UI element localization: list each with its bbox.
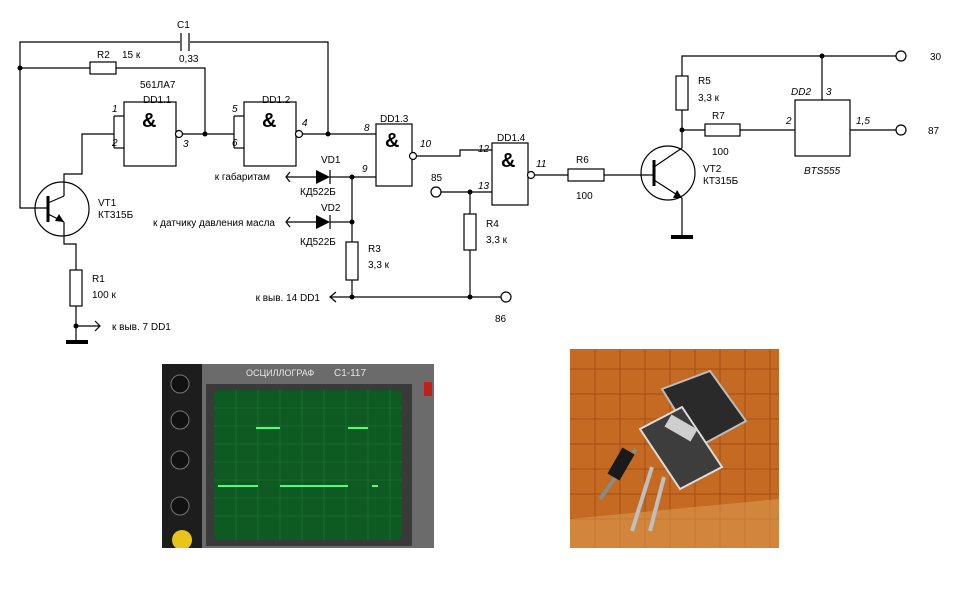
ground-icon — [671, 235, 693, 239]
terminal-30: 30 — [895, 50, 942, 63]
switch-dd2: DD2 BTS555 2 3 1,5 — [785, 87, 870, 177]
capacitor-c1: C1 0,33 — [177, 20, 199, 65]
terminal-label: 85 — [431, 173, 443, 184]
junction-dots — [17, 53, 825, 329]
resistor-r7: R7 100 — [704, 111, 741, 158]
vt1-ref: VT1 — [98, 198, 117, 209]
ground-icon — [66, 340, 88, 344]
transistor-vt2: VT2 КТ315Б — [640, 145, 739, 201]
r6-ref: R6 — [576, 155, 589, 166]
note-oil-sensor: к датчику давления масла — [153, 218, 275, 229]
pin-number: 6 — [232, 138, 238, 149]
pin-number: 8 — [364, 123, 370, 134]
resistor-r2: R2 15 к — [89, 50, 141, 75]
pin-number: 2 — [785, 116, 792, 127]
terminal-label: 87 — [928, 126, 940, 137]
vd1-ref: VD1 — [321, 155, 341, 166]
oscilloscope-trace — [218, 427, 378, 487]
terminal-label: 30 — [930, 52, 942, 63]
gate-ref: DD1.3 — [380, 114, 409, 125]
gate-dd1-2: & DD1.2 5 6 4 — [232, 95, 308, 167]
chip-type: 561ЛА7 — [140, 80, 176, 91]
vd2-ref: VD2 — [321, 203, 341, 214]
r7-value: 100 — [712, 147, 729, 158]
gate-dd1-3: & DD1.3 8 9 10 — [362, 114, 432, 187]
r6-value: 100 — [576, 191, 593, 202]
nand-symbol: & — [262, 110, 276, 132]
dd2-type: BTS555 — [804, 166, 841, 177]
r2-value: 15 к — [122, 50, 141, 61]
note-pin7: к выв. 7 DD1 — [112, 322, 171, 333]
resistor-r3: R3 3,3 к — [345, 241, 390, 281]
terminal-85: 85 — [430, 173, 443, 198]
terminal-label: 86 — [495, 314, 507, 325]
pin-number: 11 — [536, 159, 546, 170]
nand-symbol: & — [385, 130, 399, 152]
pin-number: 3 — [826, 87, 832, 98]
transistor-vt1: VT1 КТ315Б — [34, 181, 134, 237]
nand-symbol: & — [142, 110, 156, 132]
r7-ref: R7 — [712, 111, 725, 122]
gate-ref: DD1.4 — [497, 133, 526, 144]
r1-value: 100 к — [92, 290, 116, 301]
gate-dd1-1: & DD1.1 561ЛА7 1 2 3 — [111, 80, 189, 167]
note-pin14: к выв. 14 DD1 — [256, 293, 321, 304]
c1-value: 0,33 — [179, 54, 199, 65]
vt2-type: КТ315Б — [703, 176, 739, 187]
r4-ref: R4 — [486, 219, 499, 230]
r5-ref: R5 — [698, 76, 711, 87]
oscilloscope-brand: ОСЦИЛЛОГРАФ — [246, 368, 314, 378]
arrows — [94, 171, 337, 332]
oscilloscope-drawing: ОСЦИЛЛОГРАФ С1-117 — [162, 364, 434, 548]
pin-number: 9 — [362, 164, 368, 175]
wires — [19, 41, 896, 340]
r5-value: 3,3 к — [698, 93, 720, 104]
oscilloscope-model: С1-117 — [334, 368, 366, 379]
gate-ref: DD1.1 — [143, 95, 172, 106]
pin-number: 13 — [478, 181, 490, 192]
pin-number: 4 — [302, 118, 308, 129]
r4-value: 3,3 к — [486, 235, 508, 246]
r2-ref: R2 — [97, 50, 110, 61]
device-photo — [570, 349, 779, 548]
pin-number: 1 — [112, 104, 118, 115]
vd1-type: КД522Б — [300, 187, 336, 198]
note-gabarity: к габаритам — [215, 171, 270, 183]
resistor-r4: R4 3,3 к — [463, 213, 508, 251]
diode-vd2: VD2 КД522Б — [300, 203, 341, 248]
vt1-type: КТ315Б — [98, 210, 134, 221]
nand-symbol: & — [501, 150, 515, 172]
dd2-ref: DD2 — [791, 87, 811, 98]
pin-number: 5 — [232, 104, 238, 115]
r1-ref: R1 — [92, 274, 105, 285]
resistor-r5: R5 3,3 к — [675, 75, 720, 111]
vt2-ref: VT2 — [703, 164, 722, 175]
gate-ref: DD1.2 — [262, 95, 291, 106]
device-drawing — [570, 349, 779, 548]
c1-ref: C1 — [177, 20, 190, 31]
diode-vd1: VD1 КД522Б — [300, 155, 341, 198]
r3-value: 3,3 к — [368, 260, 390, 271]
vd2-type: КД522Б — [300, 237, 336, 248]
terminal-87: 87 — [895, 124, 940, 137]
pin-number: 10 — [420, 139, 432, 150]
resistor-r6: R6 100 — [567, 155, 605, 202]
pin-number: 12 — [478, 144, 490, 155]
gate-dd1-4: & DD1.4 12 13 11 — [478, 133, 546, 206]
r3-ref: R3 — [368, 244, 381, 255]
oscilloscope-screen — [214, 390, 402, 540]
pin-number: 1,5 — [856, 116, 870, 127]
pin-number: 2 — [111, 138, 118, 149]
pin-number: 3 — [183, 139, 189, 150]
terminal-86: 86 — [495, 291, 512, 325]
oscilloscope-photo: ОСЦИЛЛОГРАФ С1-117 — [162, 364, 434, 548]
resistor-r1: R1 100 к — [69, 269, 116, 307]
